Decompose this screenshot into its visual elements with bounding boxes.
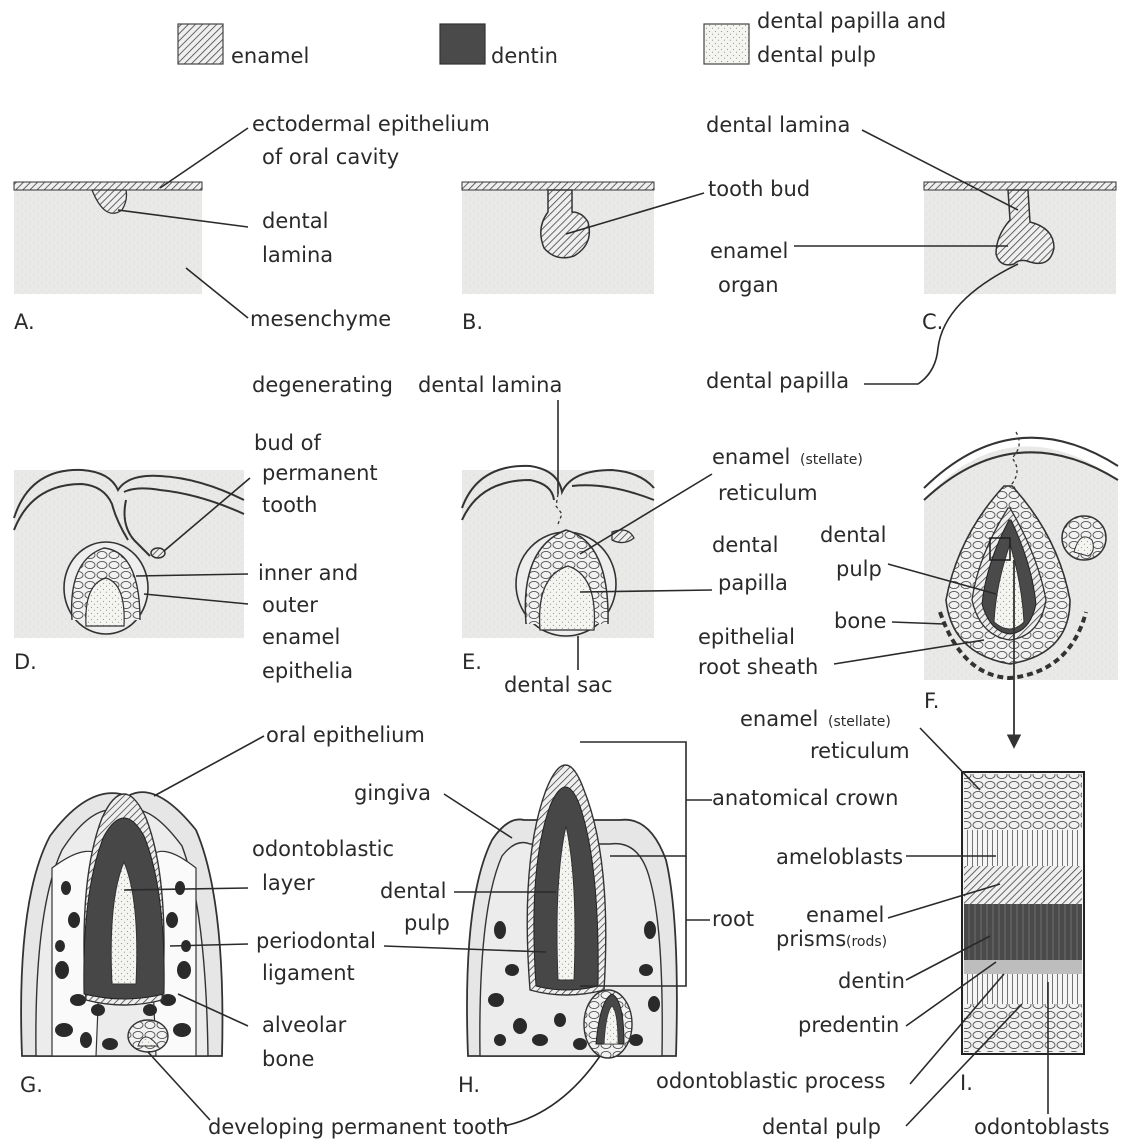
label-prisms-i: prisms — [776, 927, 846, 951]
label-pulp-f: pulp — [836, 557, 882, 581]
label-tooth-bud: tooth bud — [708, 177, 810, 201]
label-periodontal-ligament-2: ligament — [262, 961, 355, 985]
label-inner-outer-1: inner and — [258, 561, 358, 585]
panel-b-letter: B. — [462, 310, 483, 334]
panel-c: C. dental lamina enamel organ dental pap… — [706, 113, 1116, 393]
permanent-bud-d — [151, 548, 165, 558]
label-dental-lamina-a: dental — [262, 209, 329, 233]
dentin-layer — [964, 904, 1082, 960]
label-epithelial-f: epithelial — [698, 625, 795, 649]
label-dental-lamina-a-2: lamina — [262, 243, 333, 267]
label-predentin: predentin — [798, 1013, 899, 1037]
label-stellate-enamel-e: enamel — [712, 445, 790, 469]
label-reticulum-i: reticulum — [810, 739, 910, 763]
label-stellate-enamel-i: enamel — [740, 707, 818, 731]
label-enamel-organ-2: organ — [718, 273, 779, 297]
label-oral-epithelium: oral epithelium — [266, 723, 425, 747]
label-degenerating: degenerating — [252, 373, 393, 397]
label-ectodermal-epithelium-2: of oral cavity — [262, 145, 399, 169]
label-bone-f: bone — [834, 609, 886, 633]
label-inner-outer-2: outer — [262, 593, 318, 617]
label-bud-permanent-1: bud of — [254, 431, 321, 455]
panel-e: E. dental lamina enamel (stellate) retic… — [418, 373, 863, 697]
panel-h-letter: H. — [458, 1073, 480, 1097]
label-gingiva: gingiva — [354, 781, 431, 805]
label-dental-pulp-i: dental pulp — [762, 1115, 881, 1139]
label-odontoblastic-layer-1: odontoblastic — [252, 837, 394, 861]
label-developing-permanent-tooth: developing permanent tooth — [208, 1115, 509, 1139]
label-enamel-organ-1: enamel — [710, 239, 788, 263]
legend-enamel-label: enamel — [231, 44, 309, 68]
label-alveolar-bone-2: bone — [262, 1047, 314, 1071]
label-reticulum-e: reticulum — [718, 481, 818, 505]
legend: enamel dentin dental papilla and dental … — [178, 9, 946, 68]
label-root-sheath-f: root sheath — [698, 655, 818, 679]
panel-g-letter: G. — [20, 1073, 43, 1097]
label-dental-papilla-c: dental papilla — [706, 369, 849, 393]
panel-f-letter: F. — [924, 689, 939, 713]
panel-d: D. degenerating bud of permanent tooth i… — [14, 373, 393, 683]
label-enamel-epithelia-2: epithelia — [262, 659, 353, 683]
legend-dentin-label: dentin — [491, 44, 558, 68]
legend-papilla-label-1: dental papilla and — [757, 9, 946, 33]
label-dental-f: dental — [820, 523, 887, 547]
label-degenerating-dental-lamina: dental lamina — [418, 373, 562, 397]
panel-e-letter: E. — [462, 650, 482, 674]
ameloblast-layer — [964, 830, 1082, 866]
panel-a: A. ectodermal epithelium of oral cavity … — [14, 112, 490, 334]
label-dental-e: dental — [712, 533, 779, 557]
label-enamel-i: enamel — [806, 903, 884, 927]
label-ectodermal-epithelium: ectodermal epithelium — [252, 112, 490, 136]
dentin-swatch — [440, 24, 485, 64]
label-periodontal-ligament-1: periodontal — [256, 929, 376, 953]
label-odontoblastic-layer-2: layer — [262, 871, 315, 895]
label-anatomical-crown: anatomical crown — [712, 786, 898, 810]
label-pulp-h: pulp — [404, 911, 450, 935]
enamel-swatch — [178, 24, 223, 64]
label-stellate-paren-i: (stellate) — [828, 714, 891, 730]
label-alveolar-bone-1: alveolar — [262, 1013, 347, 1037]
label-ameloblasts: ameloblasts — [776, 845, 903, 869]
label-odontoblasts: odontoblasts — [974, 1115, 1110, 1139]
panel-i-letter: I. — [960, 1071, 973, 1095]
label-root: root — [712, 907, 754, 931]
legend-papilla-label-2: dental pulp — [757, 43, 876, 67]
panel-a-letter: A. — [14, 310, 35, 334]
label-papilla-e: papilla — [718, 571, 788, 595]
label-bud-permanent-3: tooth — [262, 493, 317, 517]
panel-d-letter: D. — [14, 650, 37, 674]
label-dental-sac: dental sac — [504, 673, 613, 697]
label-dentin-i: dentin — [838, 969, 905, 993]
label-rods-i: (rods) — [846, 934, 887, 950]
enamel-prism-layer — [964, 866, 1082, 904]
label-dental-lamina-c: dental lamina — [706, 113, 850, 137]
papilla-swatch — [704, 24, 749, 64]
label-bud-permanent-2: permanent — [262, 461, 378, 485]
label-enamel-epithelia-1: enamel — [262, 625, 340, 649]
label-stellate-paren-e: (stellate) — [800, 452, 863, 468]
label-dental-h: dental — [380, 879, 447, 903]
label-odontoblastic-process: odontoblastic process — [656, 1069, 885, 1093]
panel-c-letter: C. — [922, 310, 943, 334]
label-mesenchyme: mesenchyme — [250, 307, 391, 331]
